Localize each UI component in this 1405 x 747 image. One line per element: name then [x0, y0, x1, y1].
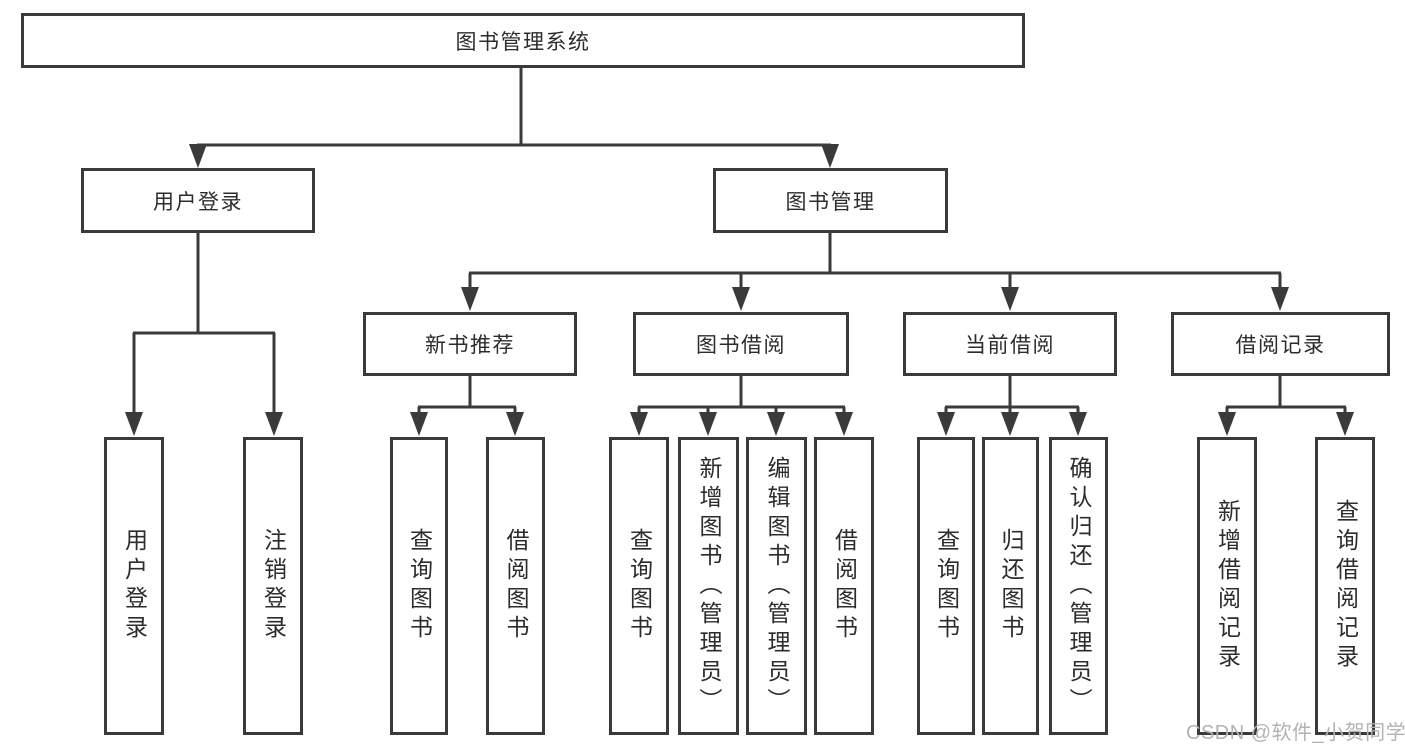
leaf-logout: 注销登录: [243, 437, 303, 735]
node-book-borrow: 图书借阅: [633, 312, 849, 376]
node-current-borrow-label: 当前借阅: [965, 334, 1055, 357]
leaf-edit-book-admin: 编辑图书（管理员）: [746, 437, 807, 735]
leaf-borrow-books-label: 借阅图书: [831, 528, 858, 644]
leaf-borrow-books: 借阅图书: [814, 437, 874, 735]
node-borrow-records-label: 借阅记录: [1235, 334, 1326, 357]
leaf-confirm-return-admin: 确认归还（管理员）: [1049, 437, 1108, 735]
leaf-query-books-recommend-label: 查询图书: [406, 528, 433, 644]
leaf-edit-book-admin-label: 编辑图书（管理员）: [764, 455, 790, 717]
leaf-return-book: 归还图书: [982, 437, 1039, 735]
node-new-book-recommend-label: 新书推荐: [425, 334, 515, 357]
node-new-book-recommend: 新书推荐: [363, 312, 577, 376]
leaf-query-books-borrow: 查询图书: [609, 437, 669, 735]
node-book-management-label: 图书管理: [785, 190, 876, 214]
leaf-query-borrow-record: 查询借阅记录: [1315, 437, 1375, 735]
leaf-query-books-recommend: 查询图书: [390, 437, 448, 735]
leaf-return-book-label: 归还图书: [998, 528, 1024, 644]
node-borrow-records: 借阅记录: [1171, 312, 1390, 376]
leaf-add-book-admin: 新增图书（管理员）: [678, 437, 739, 735]
leaf-user-login: 用户登录: [104, 437, 164, 735]
leaf-query-books-current: 查询图书: [917, 437, 975, 735]
leaf-query-books-borrow-label: 查询图书: [626, 528, 653, 644]
leaf-add-borrow-record-label: 新增借阅记录: [1214, 499, 1241, 673]
leaf-user-login-label: 用户登录: [121, 528, 148, 644]
leaf-logout-label: 注销登录: [260, 528, 287, 644]
node-root: 图书管理系统: [21, 13, 1025, 68]
leaf-add-borrow-record: 新增借阅记录: [1197, 437, 1257, 735]
leaf-add-book-admin-label: 新增图书（管理员）: [696, 455, 722, 717]
leaf-query-borrow-record-label: 查询借阅记录: [1332, 499, 1359, 673]
watermark: CSDN @软件_小贺同学: [1186, 722, 1405, 744]
node-book-management: 图书管理: [713, 168, 948, 233]
leaf-borrow-books-recommend: 借阅图书: [486, 437, 545, 735]
leaf-borrow-books-recommend-label: 借阅图书: [503, 528, 529, 644]
node-user-login: 用户登录: [81, 168, 315, 233]
node-user-login-label: 用户登录: [153, 190, 243, 214]
leaf-query-books-current-label: 查询图书: [933, 528, 960, 644]
node-current-borrow: 当前借阅: [903, 312, 1117, 376]
leaf-confirm-return-admin-label: 确认归还（管理员）: [1066, 455, 1092, 717]
node-root-label: 图书管理系统: [455, 30, 591, 54]
node-book-borrow-label: 图书借阅: [696, 334, 786, 357]
